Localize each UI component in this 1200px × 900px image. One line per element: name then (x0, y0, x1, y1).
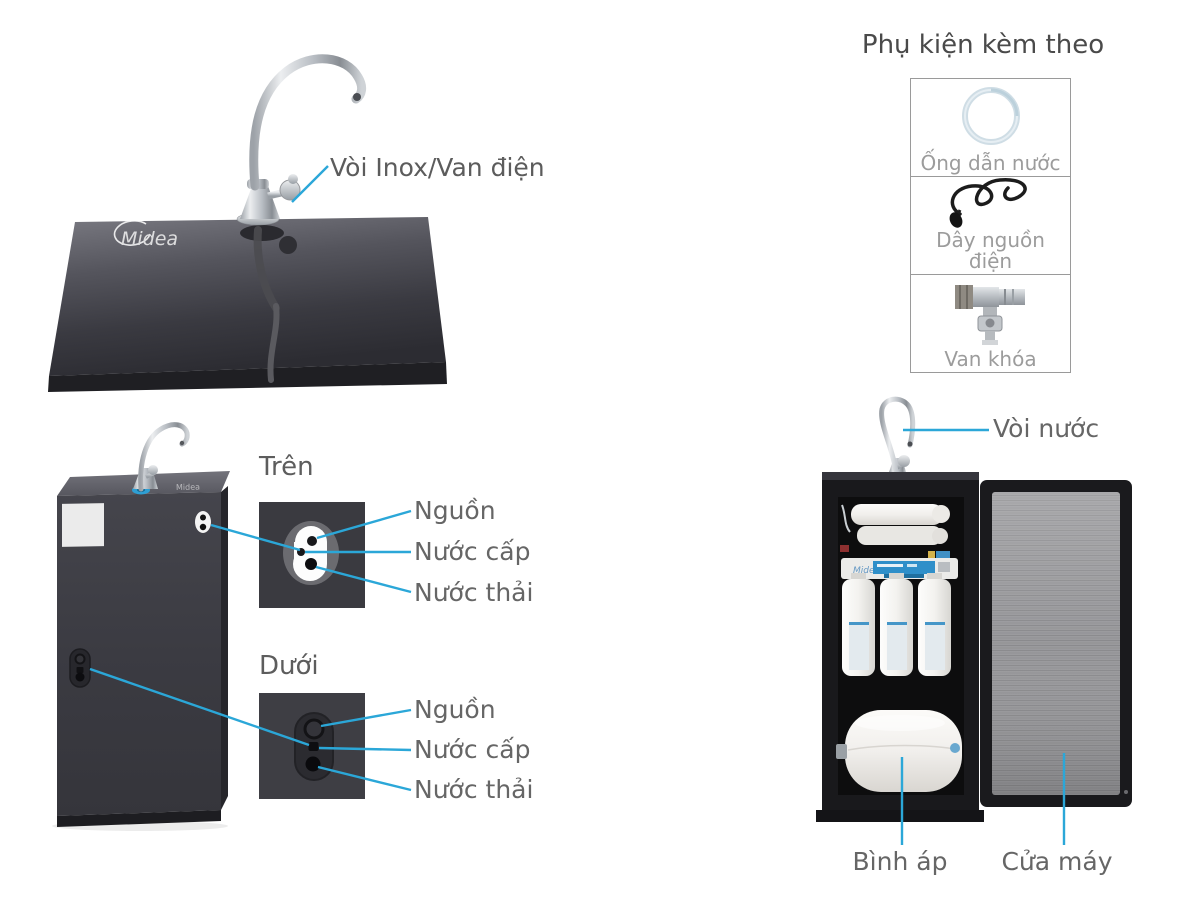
port-label-top-nguon: Nguồn (414, 496, 496, 525)
cabinet-brand-text: Midea (176, 483, 200, 492)
filter-cartridges (842, 573, 951, 676)
detail-top-ports (259, 502, 365, 608)
accessories-box: Ống dẫn nước Dây nguồn điện (910, 78, 1071, 373)
countertop-front-edge (48, 362, 447, 392)
detail-title-top: Trên (259, 452, 314, 482)
pressure-tank (836, 710, 962, 792)
cabinet-door (980, 480, 1132, 807)
cabinet-open-photo: Midea (816, 396, 1132, 822)
cabinet-closed-photo: Midea (52, 422, 230, 831)
port-label-top-nuoc-cap: Nước cấp (414, 537, 531, 566)
accessory-label: Van khóa (944, 347, 1037, 371)
faucet-reflection (240, 225, 297, 383)
line-bottom-nuoc-cap (318, 746, 412, 752)
line-bottom-nuoc-thai (317, 765, 412, 792)
port-label-top-nuoc-thai: Nước thải (414, 578, 534, 607)
power-cord-icon (936, 177, 1046, 230)
port-label-bottom-nuoc-cap: Nước cấp (414, 735, 531, 764)
bottom-ports-closeup (294, 712, 334, 781)
line-top-nguon (316, 509, 412, 540)
bottom-ports-connector (69, 648, 91, 688)
callout-lines-open-cabinet (900, 428, 1066, 845)
accessory-label: Dây nguồn điện (936, 228, 1045, 273)
shutoff-valve-icon (941, 275, 1041, 349)
accessory-item-shutoff-valve: Van khóa (911, 275, 1070, 372)
callout-lines-closed-cabinet (89, 509, 412, 792)
inox-faucet (236, 54, 367, 226)
top-ports-connector (195, 511, 211, 533)
brand-logo-text: Midea (121, 228, 178, 250)
accessory-item-power-cord: Dây nguồn điện (911, 177, 1070, 275)
open-cabinet-faucet (879, 396, 916, 475)
port-label-bottom-nguon: Nguồn (414, 695, 496, 724)
accessory-item-water-tube: Ống dẫn nước (911, 79, 1070, 177)
countertop-surface (49, 217, 446, 376)
water-tube-icon (941, 79, 1041, 153)
line-top-connector-to-closeup (210, 523, 301, 552)
port-label-bottom-nuoc-thai: Nước thải (414, 775, 534, 804)
bracket-brand-text: Midea (853, 566, 880, 576)
callout-cua-may: Cửa máy (1001, 847, 1113, 876)
callout-binh-ap: Bình áp (852, 847, 948, 876)
line-top-nuoc-thai (315, 565, 412, 594)
countertop-photo: Midea (48, 54, 447, 392)
accessory-label: Ống dẫn nước (920, 151, 1061, 175)
detail-bottom-ports (259, 693, 365, 799)
brand-logo: Midea (113, 220, 178, 250)
line-bottom-connector-to-closeup (89, 667, 310, 747)
callout-inox-faucet: Vòi Inox/Van điện (330, 153, 545, 182)
line-bottom-nguon (320, 708, 412, 728)
accessories-title: Phụ kiện kèm theo (861, 30, 1105, 60)
callout-line-inox-faucet (291, 165, 329, 203)
detail-title-bottom: Dưới (259, 651, 319, 681)
cabinet-front-face (57, 492, 221, 816)
callout-voi-nuoc: Vòi nước (993, 414, 1100, 443)
cabinet-faucet (132, 422, 190, 495)
faucet-spout-tip (353, 93, 361, 101)
membrane-filters (840, 504, 950, 558)
cabinet-label-patch (62, 503, 104, 547)
